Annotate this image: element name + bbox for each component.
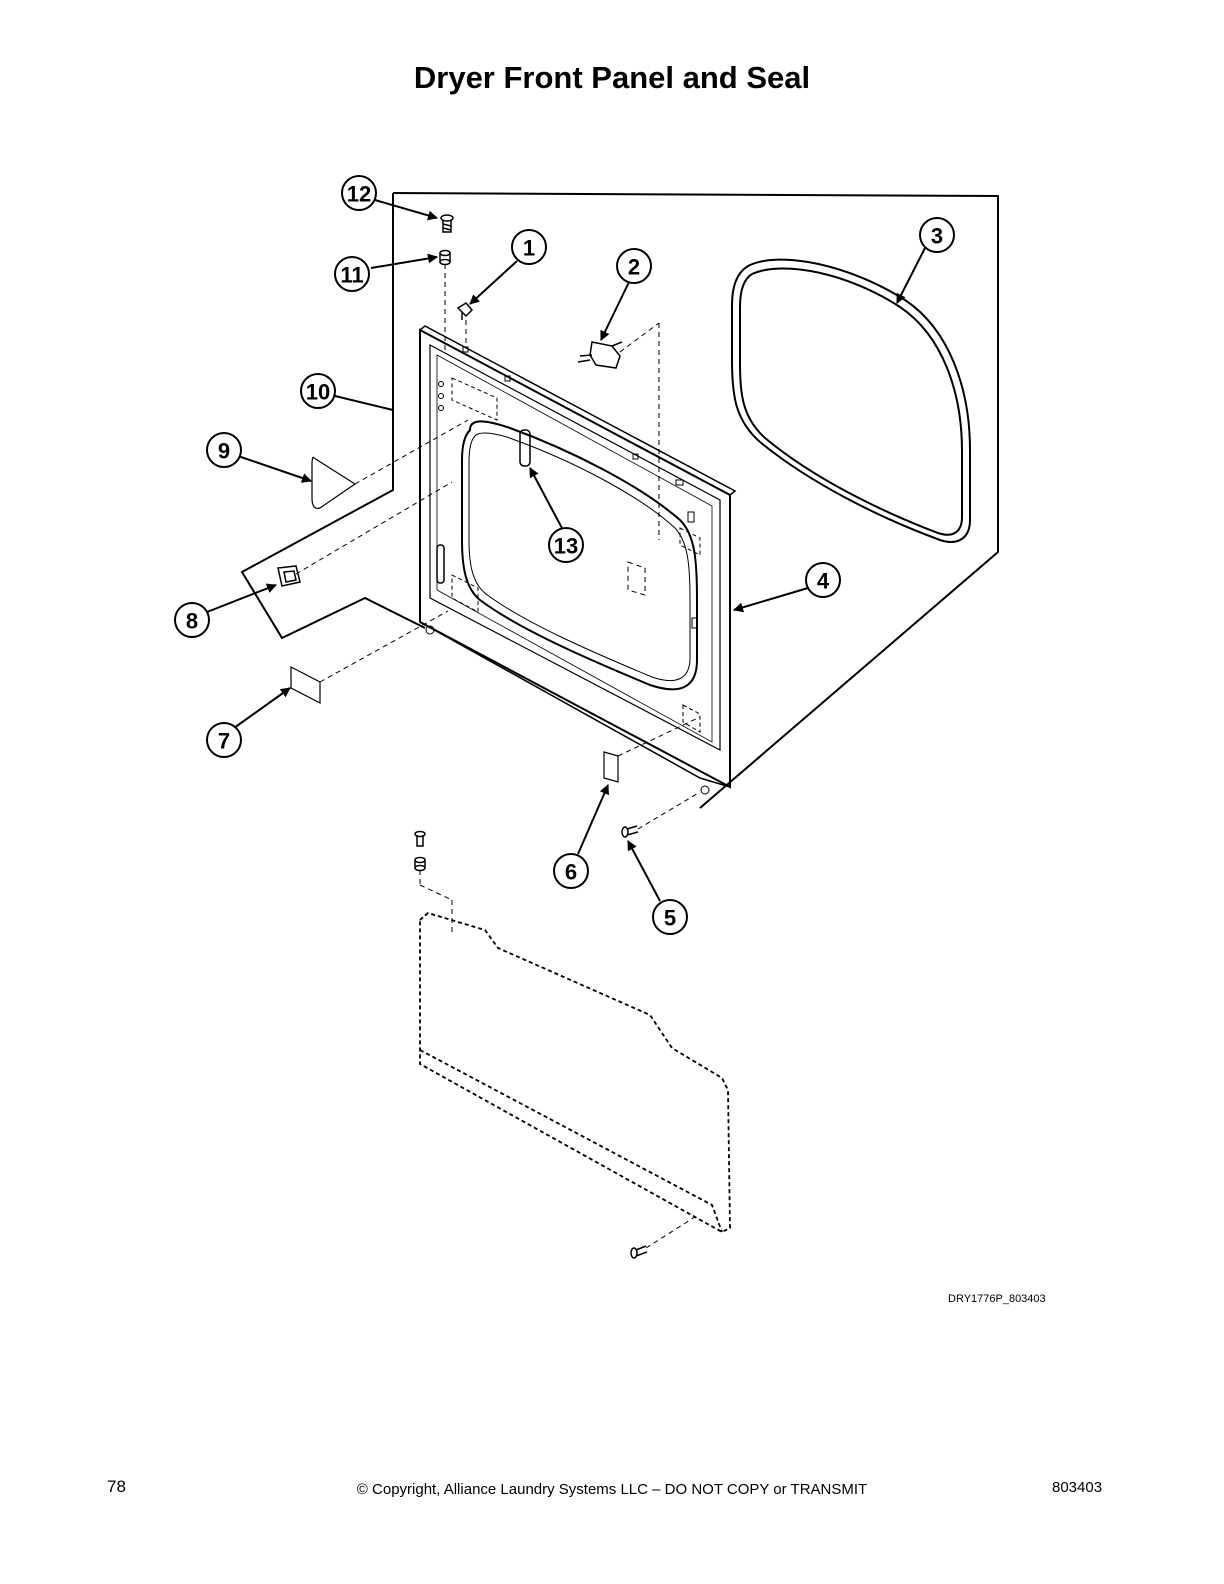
copyright-notice: © Copyright, Alliance Laundry Systems LL… bbox=[356, 1481, 868, 1498]
callout-label-11: 11 bbox=[340, 263, 363, 288]
callouts bbox=[174, 175, 955, 935]
callout-label-6: 6 bbox=[565, 860, 577, 885]
figure-id: DRY1776P_803403 bbox=[948, 1293, 1046, 1305]
front-panel bbox=[419, 325, 737, 795]
callout-circle-6 bbox=[553, 853, 589, 889]
callout-label-2: 2 bbox=[628, 255, 640, 280]
part-9-label bbox=[311, 456, 357, 510]
callout-label-1: 1 bbox=[523, 236, 535, 261]
callout-label-12: 12 bbox=[347, 182, 371, 207]
callout-label-8: 8 bbox=[186, 609, 198, 634]
callout-circle-11 bbox=[334, 256, 370, 292]
part-1-clip bbox=[456, 302, 474, 320]
callout-circle-8 bbox=[174, 602, 210, 638]
small-parts bbox=[277, 214, 648, 1259]
callout-circle-13 bbox=[548, 527, 584, 563]
toe-panel-reference bbox=[419, 911, 731, 1234]
part-6-label bbox=[603, 751, 619, 783]
callout-label-9: 9 bbox=[218, 439, 230, 464]
part-11-spacer bbox=[439, 249, 451, 266]
cabinet-outline bbox=[240, 192, 999, 809]
part-7-label bbox=[290, 666, 321, 704]
alignment-lines bbox=[295, 264, 701, 1249]
callout-circle-1 bbox=[511, 229, 547, 265]
callout-label-7: 7 bbox=[218, 729, 230, 754]
callout-circle-4 bbox=[805, 562, 841, 598]
page-title: Dryer Front Panel and Seal bbox=[413, 60, 811, 95]
door-seal bbox=[731, 258, 971, 543]
document-number: 803403 bbox=[1052, 1479, 1103, 1496]
callout-circle-7 bbox=[206, 722, 242, 758]
part-5-screw bbox=[621, 825, 639, 838]
callout-circle-2 bbox=[616, 248, 652, 284]
callout-label-10: 10 bbox=[306, 380, 330, 405]
callout-leaders bbox=[206, 199, 926, 902]
callout-circle-3 bbox=[919, 217, 955, 253]
callout-label-13: 13 bbox=[554, 534, 578, 559]
callout-label-4: 4 bbox=[817, 569, 830, 594]
callout-circle-9 bbox=[206, 432, 242, 468]
callout-circle-5 bbox=[652, 899, 688, 935]
callout-circle-10 bbox=[300, 373, 336, 409]
part-8-strike bbox=[277, 565, 301, 587]
callout-label-3: 3 bbox=[931, 224, 943, 249]
callout-label-5: 5 bbox=[664, 906, 676, 931]
callout-circle-12 bbox=[341, 175, 377, 211]
page-number: 78 bbox=[107, 1477, 126, 1496]
part-12-screw bbox=[440, 214, 454, 233]
callout-10-leader bbox=[334, 395, 394, 411]
part-2-switch bbox=[577, 341, 623, 369]
